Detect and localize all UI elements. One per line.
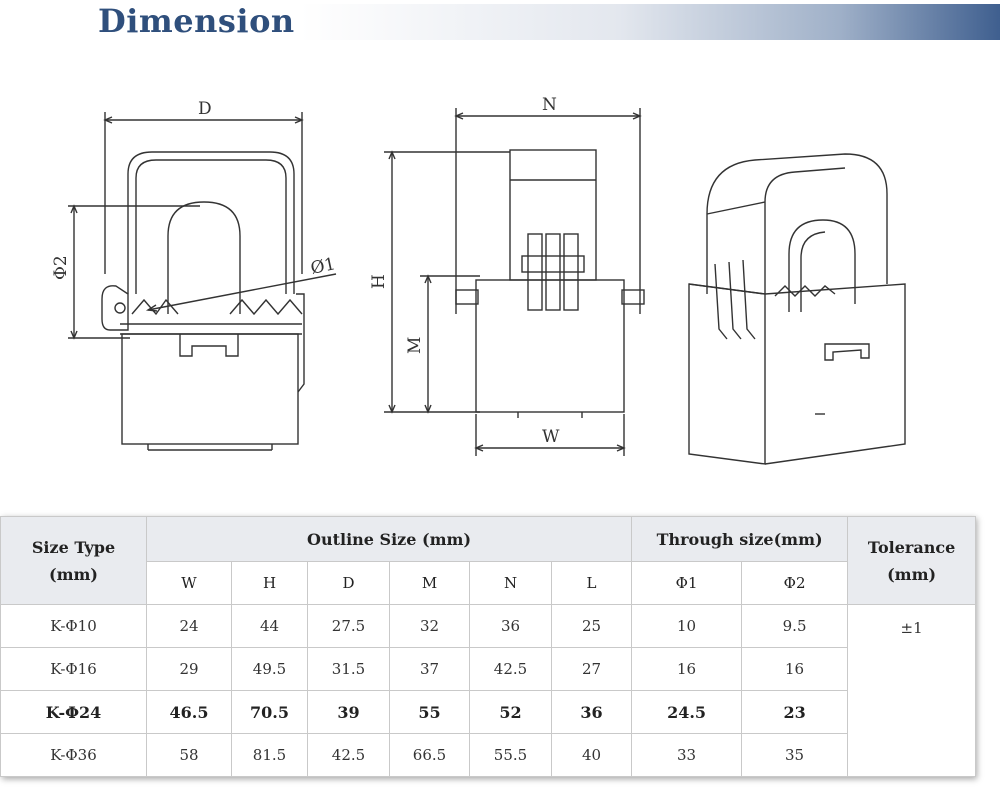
label-h: H xyxy=(370,274,389,289)
spec-table: Size Type (mm) Outline Size (mm) Through… xyxy=(0,516,977,777)
cell-phi2: 23 xyxy=(741,690,849,734)
col-header-d: D xyxy=(307,561,390,605)
cell-n: 42.5 xyxy=(469,647,552,691)
cell-n: 52 xyxy=(469,690,552,734)
label-d: D xyxy=(198,99,212,119)
cell-phi1: 33 xyxy=(631,733,743,777)
side-view-drawing: N H M W xyxy=(370,95,645,456)
label-m: M xyxy=(405,337,425,354)
row-size-type: K-Φ10 xyxy=(0,604,147,648)
cell-n: 55.5 xyxy=(469,733,552,777)
col-header-w: W xyxy=(146,561,232,605)
label-phi2: Φ2 xyxy=(51,255,71,280)
cell-l: 25 xyxy=(550,604,633,648)
cell-d: 31.5 xyxy=(307,647,390,691)
cell-tolerance: ±1 xyxy=(847,604,977,777)
cell-phi2: 35 xyxy=(741,733,849,777)
col-header-n: N xyxy=(469,561,552,605)
cell-d: 39 xyxy=(307,690,390,734)
cell-m: 32 xyxy=(389,604,470,648)
col-header-h: H xyxy=(231,561,308,605)
isometric-view-drawing xyxy=(688,153,906,465)
cell-h: 81.5 xyxy=(231,733,308,777)
header-banner: Dimension xyxy=(0,0,1000,44)
row-size-type: K-Φ24 xyxy=(0,690,147,734)
cell-phi2: 9.5 xyxy=(741,604,849,648)
cell-h: 49.5 xyxy=(231,647,308,691)
cell-l: 40 xyxy=(550,733,633,777)
label-w: W xyxy=(542,427,560,447)
cell-n: 36 xyxy=(469,604,552,648)
drawings-area: D Φ2 Ø1 xyxy=(0,44,1000,514)
cell-m: 37 xyxy=(389,647,470,691)
cell-l: 36 xyxy=(550,690,633,734)
cell-h: 44 xyxy=(231,604,308,648)
col-header-l: L xyxy=(550,561,633,605)
label-n: N xyxy=(542,95,557,115)
col-header-phi2: Φ2 xyxy=(741,561,849,605)
header-tolerance: Tolerance (mm) xyxy=(847,516,977,605)
cell-w: 29 xyxy=(146,647,232,691)
table-row: K-Φ10 24 44 27.5 32 36 25 10 9.5 ±1 xyxy=(0,604,977,777)
cell-phi2: 16 xyxy=(741,647,849,691)
header-through-size: Through size(mm) xyxy=(631,516,849,562)
page-title: Dimension xyxy=(98,2,295,40)
row-size-type: K-Φ36 xyxy=(0,733,147,777)
front-view-drawing: D Φ2 Ø1 xyxy=(51,99,337,451)
col-header-m: M xyxy=(389,561,470,605)
spec-table-container: Size Type (mm) Outline Size (mm) Through… xyxy=(0,516,977,777)
cell-l: 27 xyxy=(550,647,633,691)
cell-m: 66.5 xyxy=(389,733,470,777)
header-size-type: Size Type (mm) xyxy=(0,516,147,605)
cell-d: 42.5 xyxy=(307,733,390,777)
cell-phi1: 16 xyxy=(631,647,743,691)
cell-w: 58 xyxy=(146,733,232,777)
cell-m: 55 xyxy=(389,690,470,734)
table-row: K-Φ36 58 81.5 42.5 66.5 55.5 40 33 35 xyxy=(0,733,976,777)
cell-w: 46.5 xyxy=(146,690,232,734)
header-size-type-unit: (mm) xyxy=(49,564,98,584)
cell-h: 70.5 xyxy=(231,690,308,734)
table-row-highlighted: K-Φ24 46.5 70.5 39 55 52 36 24.5 23 xyxy=(0,690,976,734)
header-gradient xyxy=(0,4,1000,40)
table-row: K-Φ16 29 49.5 31.5 37 42.5 27 16 16 xyxy=(0,647,976,691)
header-size-type-label: Size Type xyxy=(31,537,116,557)
cell-d: 27.5 xyxy=(307,604,390,648)
cell-w: 24 xyxy=(146,604,232,648)
col-header-phi1: Φ1 xyxy=(631,561,743,605)
header-tolerance-unit: (mm) xyxy=(887,564,937,584)
header-outline-size: Outline Size (mm) xyxy=(145,516,633,562)
cell-phi1: 24.5 xyxy=(631,690,743,734)
row-size-type: K-Φ16 xyxy=(0,647,147,691)
cell-phi1: 10 xyxy=(631,604,743,648)
header-tolerance-label: Tolerance xyxy=(867,537,956,557)
